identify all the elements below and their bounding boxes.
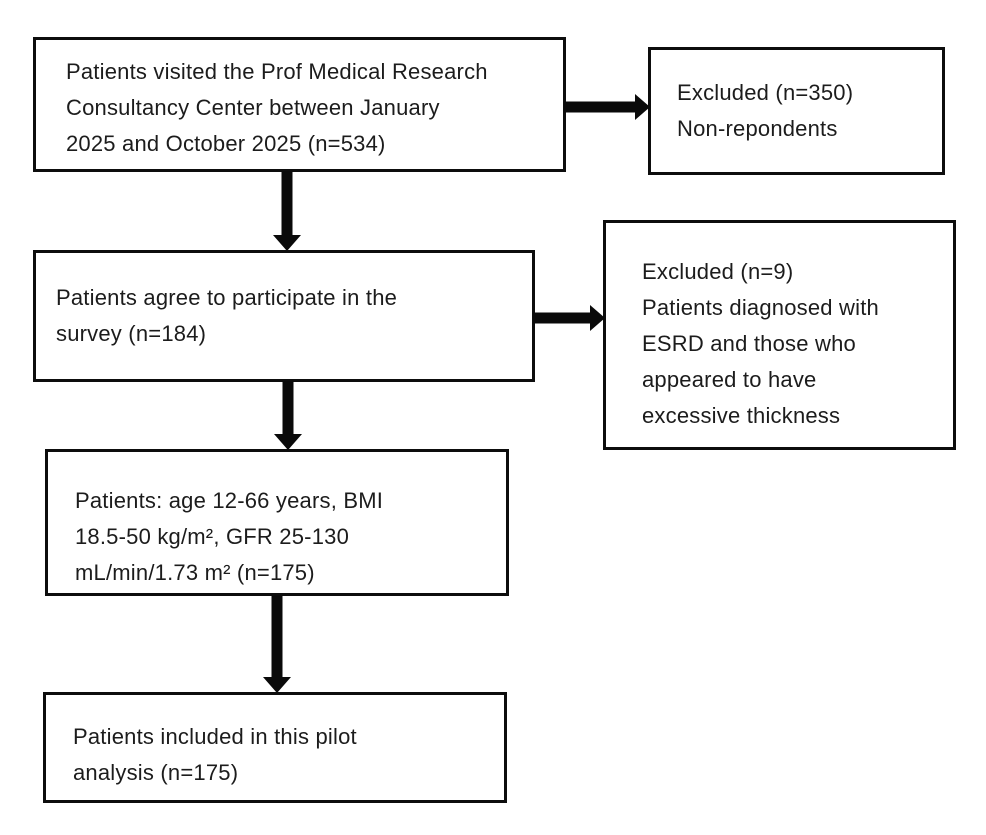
arrow-shaft [533, 312, 590, 324]
arrow-shaft [564, 101, 635, 113]
arrow-head [263, 677, 291, 693]
arrow-shaft [282, 381, 294, 434]
flow-box-excluded-esrd: Excluded (n=9) Patients diagnosed with E… [603, 220, 956, 450]
flow-box-patients-visited: Patients visited the Prof Medical Resear… [33, 37, 566, 172]
arrow-down-agreed-to-eligible-icon [274, 381, 302, 450]
arrow-head [590, 305, 605, 331]
flow-box-eligible-criteria: Patients: age 12-66 years, BMI 18.5-50 k… [45, 449, 509, 596]
arrow-right-visited-to-excluded1-icon [564, 94, 650, 120]
arrow-head [274, 434, 302, 450]
arrow-down-visited-to-agreed-icon [273, 171, 301, 251]
arrow-down-eligible-to-included-icon [263, 595, 291, 693]
arrow-shaft [281, 171, 293, 235]
flow-box-patients-agreed: Patients agree to participate in the sur… [33, 250, 535, 382]
arrow-head [635, 94, 650, 120]
arrow-head [273, 235, 301, 251]
arrow-right-agreed-to-excluded2-icon [533, 305, 605, 331]
flow-box-excluded-nonrespondents: Excluded (n=350) Non-repondents [648, 47, 945, 175]
flow-box-included-analysis: Patients included in this pilot analysis… [43, 692, 507, 803]
arrow-shaft [271, 595, 283, 677]
